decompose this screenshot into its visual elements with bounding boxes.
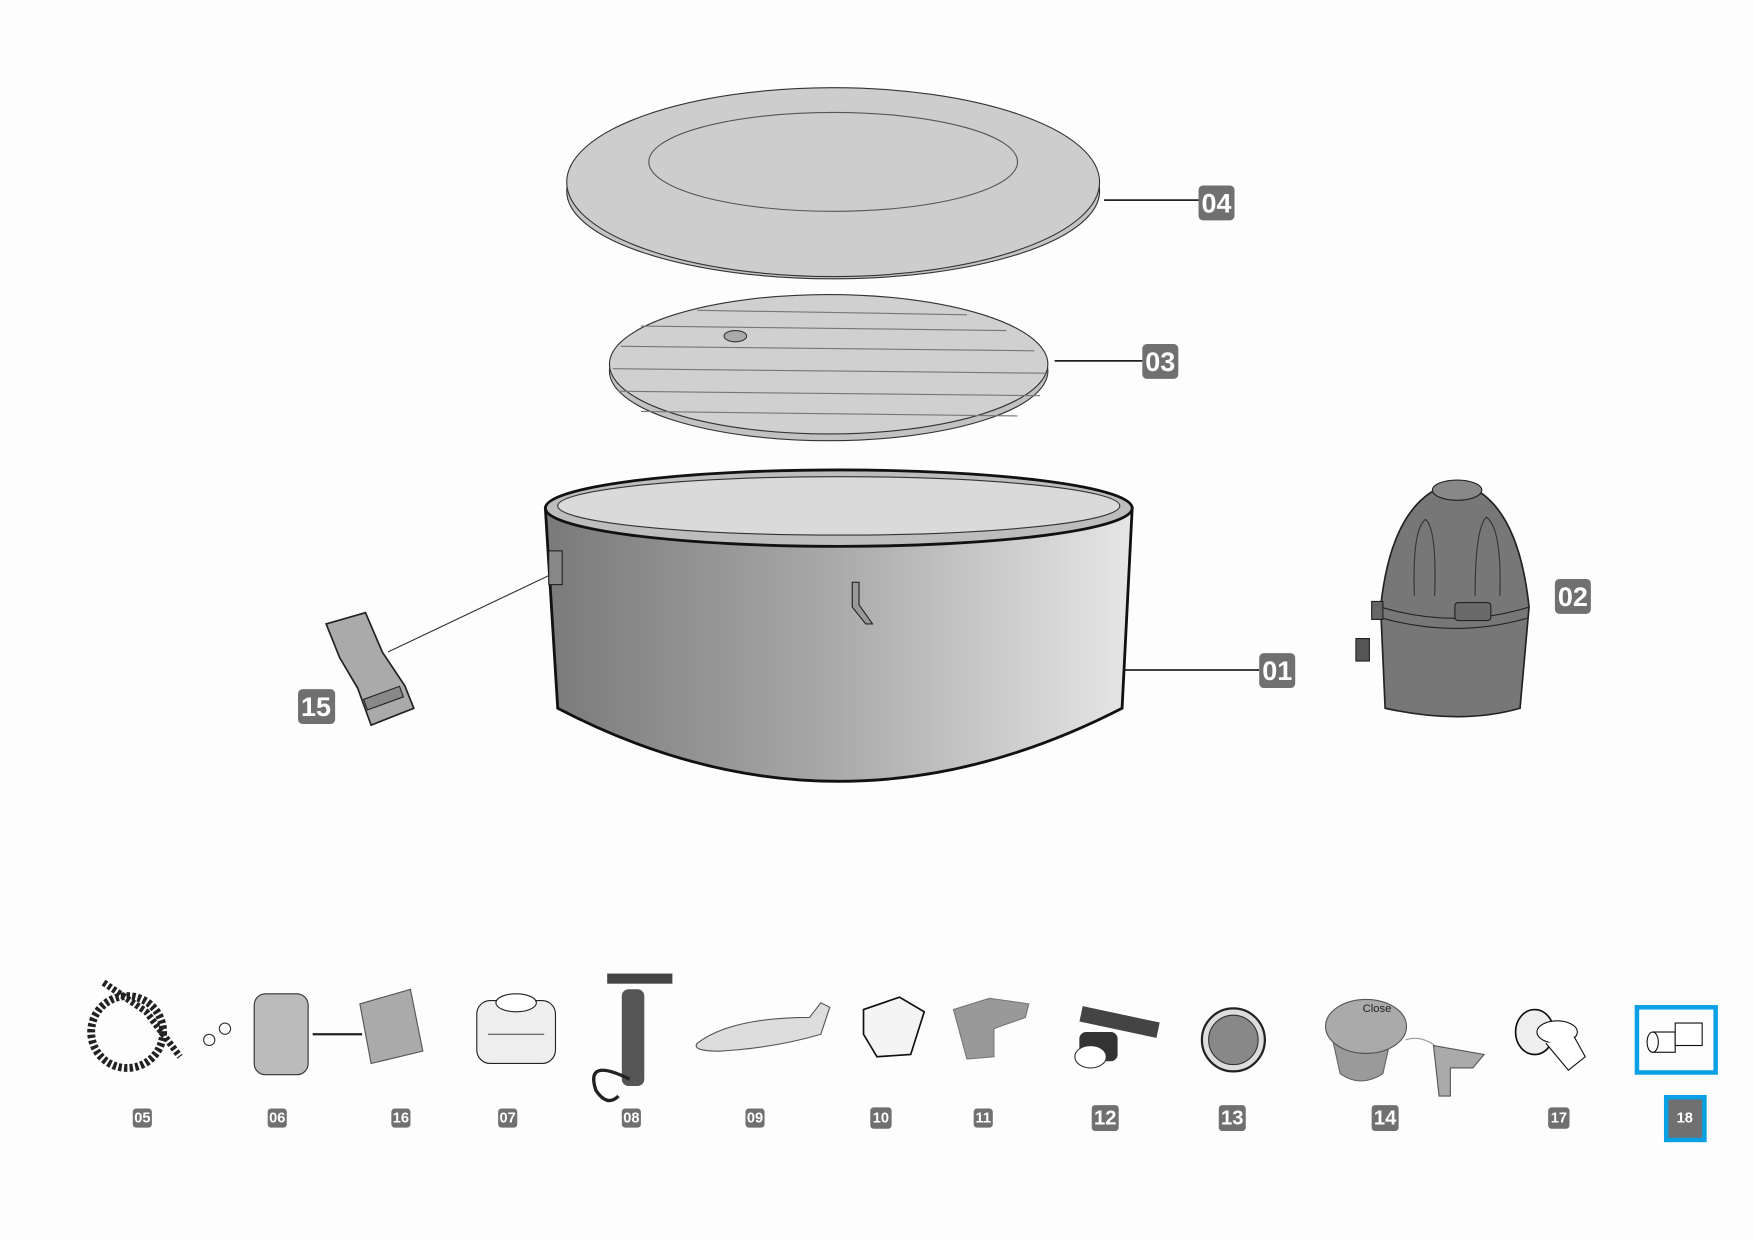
svg-text:14: 14 — [1374, 1108, 1397, 1130]
svg-text:09: 09 — [747, 1111, 763, 1127]
label-11[interactable]: 11 — [973, 1108, 993, 1128]
label-04[interactable]: 04 — [1198, 185, 1235, 221]
label-06[interactable]: 06 — [267, 1108, 287, 1128]
label-05[interactable]: 05 — [132, 1108, 152, 1128]
part-07-filter-cap[interactable] — [476, 993, 557, 1065]
close-text: Close — [1363, 1003, 1392, 1015]
svg-text:03: 03 — [1145, 347, 1175, 377]
svg-text:08: 08 — [623, 1111, 639, 1127]
label-10[interactable]: 10 — [870, 1107, 892, 1129]
label-13[interactable]: 13 — [1218, 1105, 1246, 1131]
part-16-filter-cartridge[interactable] — [359, 988, 424, 1065]
part-04-cover[interactable] — [566, 87, 1101, 280]
svg-text:13: 13 — [1221, 1108, 1244, 1130]
part-17-jet-fitting[interactable] — [1514, 1008, 1586, 1072]
svg-text:10: 10 — [873, 1111, 889, 1127]
label-12[interactable]: 12 — [1091, 1105, 1119, 1131]
svg-text:05: 05 — [134, 1111, 150, 1127]
svg-text:17: 17 — [1551, 1111, 1567, 1127]
part-05-hose[interactable] — [87, 979, 232, 1072]
label-16[interactable]: 16 — [391, 1108, 411, 1128]
label-15[interactable]: 15 — [298, 689, 336, 724]
selected-highlight-box — [1634, 1005, 1718, 1075]
part-01-spa-tub[interactable] — [543, 468, 1134, 783]
svg-text:18: 18 — [1677, 1111, 1693, 1127]
svg-text:02: 02 — [1558, 582, 1588, 612]
part-06-filter-housing[interactable] — [253, 993, 309, 1076]
svg-text:11: 11 — [976, 1111, 991, 1127]
label-17[interactable]: 17 — [1548, 1107, 1570, 1129]
svg-text:12: 12 — [1094, 1108, 1116, 1130]
svg-text:04: 04 — [1202, 188, 1232, 218]
svg-text:01: 01 — [1262, 656, 1292, 686]
label-03[interactable]: 03 — [1142, 344, 1179, 379]
svg-text:07: 07 — [500, 1111, 516, 1127]
label-07[interactable]: 07 — [498, 1108, 518, 1128]
svg-text:15: 15 — [301, 692, 331, 722]
part-09-wrench[interactable] — [695, 1002, 831, 1052]
part-12-valve[interactable] — [1074, 1006, 1160, 1069]
label-02[interactable]: 02 — [1554, 578, 1591, 614]
part-08-hand-pump[interactable] — [592, 973, 673, 1103]
part-11-plug[interactable] — [952, 997, 1030, 1060]
label-08[interactable]: 08 — [621, 1108, 641, 1128]
small-part-labels: 05 06 16 07 08 09 10 11 12 13 14 17 18 — [132, 1094, 1707, 1143]
part-14-air-valve[interactable]: Close — [1324, 998, 1486, 1097]
svg-text:06: 06 — [269, 1111, 285, 1127]
label-14[interactable]: 14 — [1371, 1105, 1399, 1131]
label-09[interactable]: 09 — [745, 1108, 765, 1128]
part-18-connector[interactable] — [1634, 1005, 1718, 1075]
label-18[interactable]: 18 — [1663, 1094, 1707, 1143]
label-01[interactable]: 01 — [1259, 653, 1296, 689]
part-13-cap[interactable] — [1200, 1007, 1266, 1073]
part-15-buckle[interactable] — [325, 611, 415, 727]
part-02-pump-unit[interactable] — [1355, 479, 1530, 718]
part-03-floating-lid[interactable] — [608, 293, 1049, 442]
part-10-nut[interactable] — [862, 996, 926, 1058]
svg-text:16: 16 — [393, 1111, 409, 1127]
